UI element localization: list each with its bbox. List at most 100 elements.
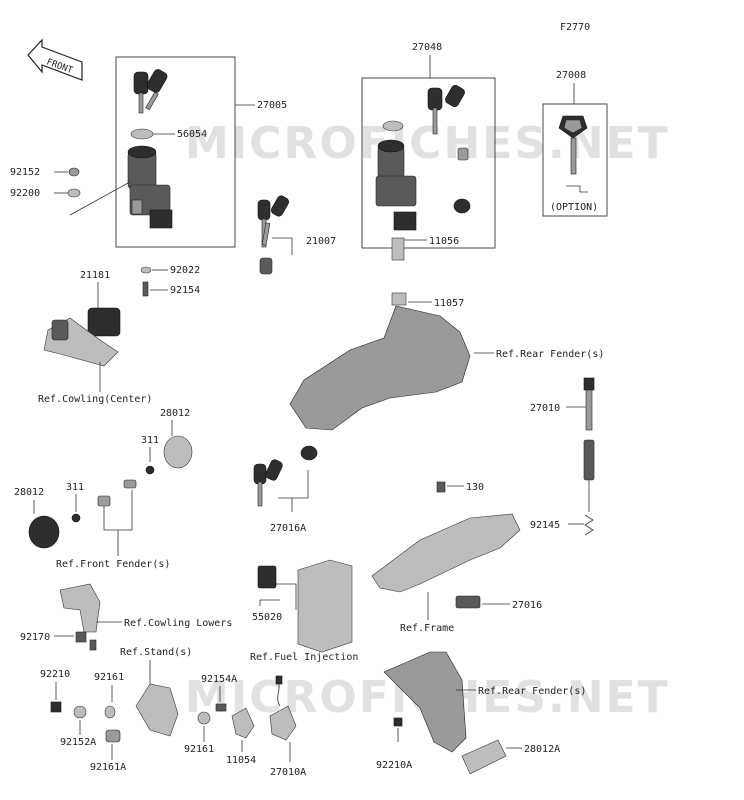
ref-frame: Ref.Frame (400, 623, 454, 634)
label-27016: 27016 (512, 600, 542, 611)
washer-92161 (104, 705, 116, 719)
nut-311b (71, 513, 81, 523)
bolt-92154a (215, 703, 227, 712)
bolt-stand (89, 639, 97, 651)
ref-cowling-center: Ref.Cowling(Center) (38, 394, 152, 405)
label-130: 130 (466, 482, 484, 493)
group-box-27005 (115, 56, 236, 248)
label-92145: 92145 (530, 520, 560, 531)
label-11056: 11056 (429, 236, 459, 247)
nut-92210 (50, 701, 62, 713)
leader-27016a (278, 470, 309, 512)
front-arrow-icon: FRONT (27, 38, 83, 81)
label-92161: 92161 (94, 672, 124, 683)
spacer-a (123, 479, 137, 489)
connector-27010a (275, 675, 283, 685)
label-311b: 311 (66, 482, 84, 493)
nut-92152 (68, 167, 80, 177)
label-92210a: 92210A (376, 760, 412, 771)
label-27008: 27008 (556, 70, 586, 81)
label-28012a: 28012 (160, 408, 190, 419)
ecu-unit (297, 559, 353, 653)
label-55020: 55020 (252, 612, 282, 623)
key-icon-21007 (257, 195, 290, 275)
spacer-b (97, 495, 111, 507)
washer-56054 (130, 128, 154, 140)
label-92161a: 92161A (90, 762, 126, 773)
cowling-lower-bracket (59, 583, 101, 633)
ref-stand: Ref.Stand(s) (120, 647, 192, 658)
leader-front-fender (103, 490, 133, 556)
key-blank-icon (558, 115, 588, 193)
ignition-switch-27048 (375, 139, 417, 231)
label-56054: 56054 (177, 129, 207, 140)
switch-27010-body (585, 389, 593, 431)
key-icon-27048 (427, 85, 465, 135)
ignition-switch-body (127, 145, 173, 229)
washer-92200 (67, 188, 81, 198)
relay-55020 (257, 565, 277, 589)
label-28012a-reflector: 28012A (524, 744, 560, 755)
label-28012b: 28012 (14, 487, 44, 498)
nut-92210a (393, 717, 403, 727)
bolt-92154 (142, 281, 149, 297)
label-27005: 27005 (257, 100, 287, 111)
ref-front-fender: Ref.Front Fender(s) (56, 559, 170, 570)
bolt-92170 (75, 631, 87, 643)
label-92200: 92200 (10, 188, 40, 199)
key-icon-27016a (253, 445, 318, 507)
ref-cowling-lowers: Ref.Cowling Lowers (124, 618, 232, 629)
washer-92152a (73, 705, 87, 719)
washer-27048 (382, 120, 404, 132)
diagram-code: F2770 (560, 22, 590, 33)
reflector-28012a (461, 739, 507, 775)
label-27016a: 27016A (270, 523, 306, 534)
cover-28012a (163, 435, 193, 469)
label-11054: 11054 (226, 755, 256, 766)
ref-rear-fender-2: Ref.Rear Fender(s) (478, 686, 586, 697)
washer-92161b (197, 711, 211, 725)
leader-92200-to-switch (69, 181, 131, 216)
leader-21007 (272, 237, 293, 255)
group-box-27048 (361, 77, 496, 249)
label-92152a: 92152A (60, 737, 96, 748)
immobilizer-21181 (43, 307, 121, 367)
leader-55020 (259, 583, 297, 610)
label-92161b: 92161 (184, 744, 214, 755)
label-92154: 92154 (170, 285, 200, 296)
washer-92022 (140, 266, 152, 274)
cover-28012b (28, 515, 60, 549)
stand-switch-bracket (135, 683, 179, 737)
label-27048: 27048 (412, 42, 442, 53)
label-92022: 92022 (170, 265, 200, 276)
option-label: (OPTION) (550, 202, 598, 213)
bracket-11056 (391, 237, 405, 261)
lock-27016 (455, 595, 481, 609)
label-311a: 311 (141, 435, 159, 446)
lock-cylinder-27048 (457, 147, 469, 161)
key-icon-27005 (133, 69, 168, 114)
ref-fuel-injection: Ref.Fuel Injection (250, 652, 358, 663)
switch-27010a (269, 705, 297, 741)
label-92154a: 92154A (201, 674, 237, 685)
rear-fender-housing (289, 305, 471, 431)
switch-11054 (231, 707, 255, 739)
switch-27010-lower (583, 439, 595, 481)
lock-27048 (453, 198, 471, 214)
collar-92161a (105, 729, 121, 743)
label-11057: 11057 (434, 298, 464, 309)
group-box-27008 (542, 103, 608, 217)
label-27010: 27010 (530, 403, 560, 414)
label-21181: 21181 (80, 270, 110, 281)
label-92170: 92170 (20, 632, 50, 643)
label-21007: 21007 (306, 236, 336, 247)
spring-92145-icon (584, 514, 594, 536)
rear-fender-lower (383, 651, 467, 753)
ref-rear-fender-1: Ref.Rear Fender(s) (496, 349, 604, 360)
bracket-11057 (391, 292, 407, 306)
bolt-130 (436, 481, 446, 493)
frame-bracket (371, 513, 521, 593)
switch-27010-cap (583, 377, 595, 391)
label-27010a: 27010A (270, 767, 306, 778)
